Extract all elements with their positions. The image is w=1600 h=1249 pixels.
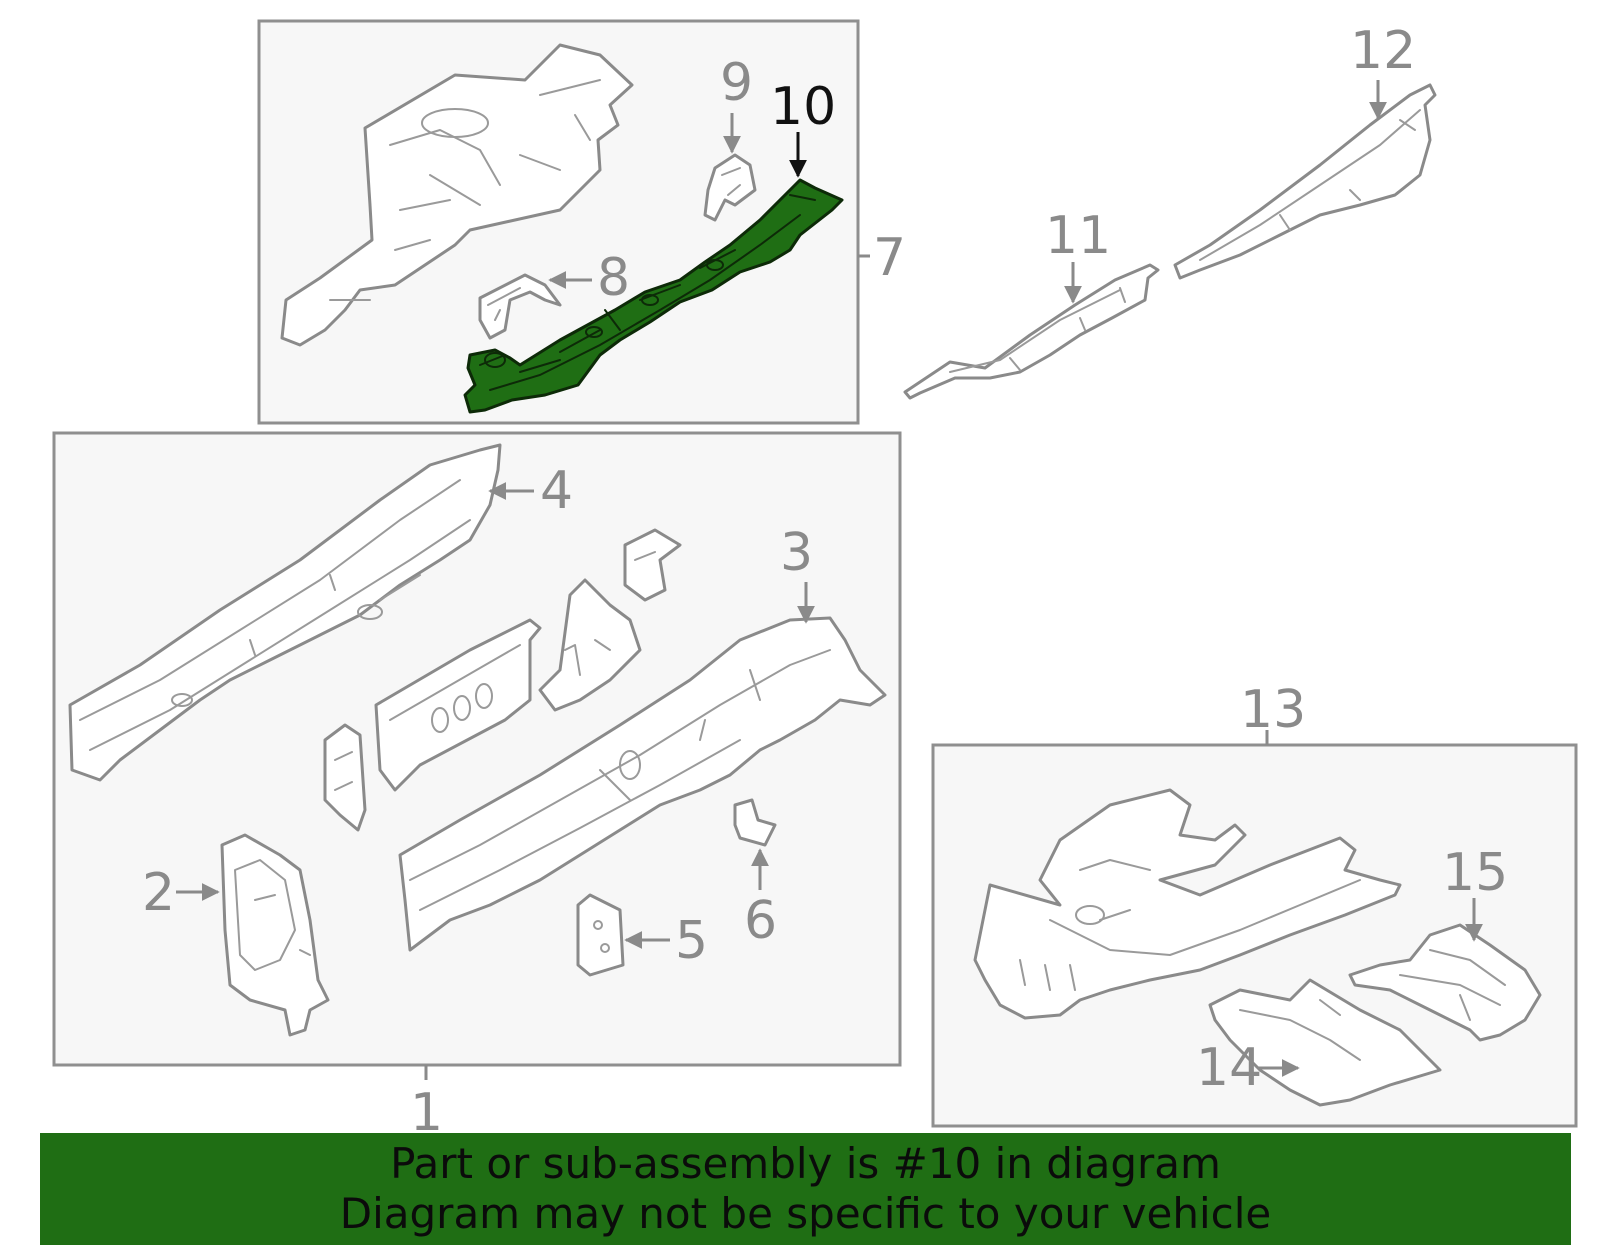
callout-6: 6 bbox=[744, 891, 777, 951]
callout-13: 13 bbox=[1240, 680, 1306, 740]
part-5-bracket bbox=[576, 893, 625, 977]
callout-11: 11 bbox=[1045, 206, 1111, 266]
part-14-panel bbox=[1208, 978, 1442, 1107]
callout-14: 14 bbox=[1196, 1038, 1262, 1098]
part-15-panel bbox=[1348, 923, 1542, 1042]
callout-2: 2 bbox=[142, 863, 175, 923]
callout-12: 12 bbox=[1350, 21, 1416, 81]
part-4-rail bbox=[68, 443, 502, 782]
part-mid-bracket-d bbox=[323, 723, 367, 832]
callout-9: 9 bbox=[720, 53, 753, 113]
callout-4: 4 bbox=[540, 461, 573, 521]
part-mid-bracket-a bbox=[374, 618, 542, 792]
callout-8: 8 bbox=[597, 248, 630, 308]
part-11-rail bbox=[903, 263, 1160, 400]
part-mid-bracket-b bbox=[538, 578, 642, 712]
banner-line-2: Diagram may not be specific to your vehi… bbox=[339, 1189, 1272, 1238]
part-rear-floor bbox=[973, 788, 1402, 1020]
callout-5: 5 bbox=[675, 911, 708, 971]
parts-diagram: 9 10 8 7 11 12 4 bbox=[52, 19, 1578, 1133]
callout-1: 1 bbox=[410, 1083, 443, 1133]
part-2-panel bbox=[220, 833, 330, 1037]
callout-3: 3 bbox=[780, 523, 813, 583]
part-8-bracket bbox=[478, 273, 562, 340]
part-10-highlighted-rail bbox=[463, 178, 844, 414]
part-mid-bracket-c bbox=[623, 528, 682, 602]
callout-10: 10 bbox=[770, 77, 836, 137]
part-3-rail bbox=[398, 616, 887, 952]
notice-banner: Part or sub-assembly is #10 in diagram D… bbox=[40, 1133, 1571, 1245]
callout-15: 15 bbox=[1442, 843, 1508, 903]
part-apron bbox=[280, 43, 634, 347]
part-12-rail bbox=[1173, 83, 1437, 280]
part-6-bracket bbox=[733, 798, 777, 847]
part-9-bracket bbox=[703, 153, 757, 222]
callout-7: 7 bbox=[873, 228, 906, 288]
banner-line-1: Part or sub-assembly is #10 in diagram bbox=[390, 1139, 1221, 1188]
